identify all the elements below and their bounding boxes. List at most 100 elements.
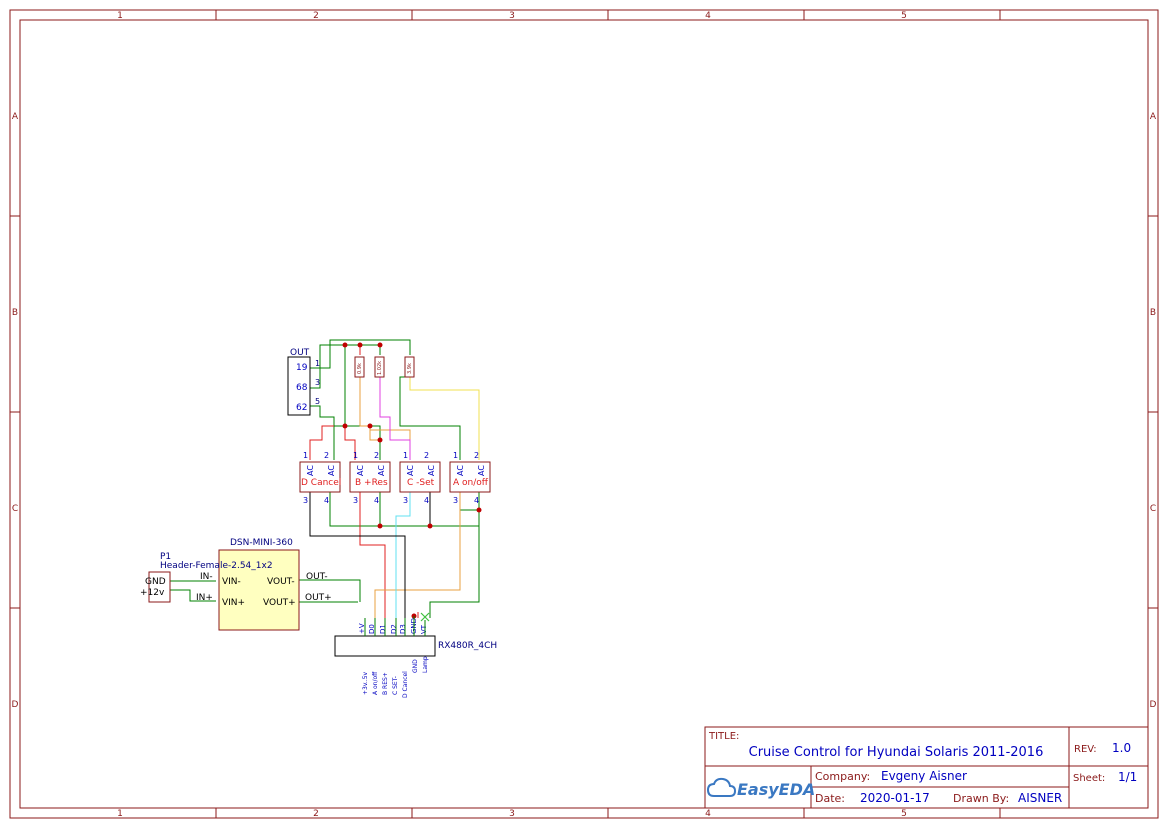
rx-bottom-label: GND [412, 659, 419, 673]
net-in-plus: IN+ [196, 593, 213, 603]
relay-c-set[interactable]: 1 2 3 4 AC AC C -Set [399, 451, 441, 505]
company-value: Evgeny Aisner [881, 769, 967, 783]
resistor-value: 0.9k [357, 363, 363, 374]
relay-ac: AC [356, 465, 365, 476]
relay-ac: AC [427, 465, 436, 476]
relay-pin1: 1 [453, 451, 458, 460]
rx-bottom-label: B RES+ [382, 672, 389, 695]
relay-ac: AC [456, 465, 465, 476]
title-block: TITLE: Cruise Control for Hyundai Solari… [704, 726, 1149, 809]
out-pin-number: 3 [315, 378, 320, 387]
relay-name: C -Set [407, 478, 435, 488]
relay-name: D Cancel [301, 478, 341, 488]
logo-text: EasyEDA [737, 780, 815, 799]
no-connect-icon [420, 612, 430, 622]
dsn-vin-minus: VIN- [222, 577, 241, 587]
rx-bottom-label: +3v..5v [362, 671, 369, 695]
relay-ac: AC [377, 465, 386, 476]
relay-a-on-off[interactable]: 1 2 3 4 AC AC A on/off [449, 451, 491, 505]
relay-pin1: 1 [403, 451, 408, 460]
col-label-bottom: 2 [313, 809, 319, 819]
black-wires [309, 492, 431, 618]
relay-pin4: 4 [374, 496, 379, 505]
col-label-top: 3 [509, 11, 515, 21]
relay-b-res[interactable]: 1 2 3 4 AC AC B +Res [349, 451, 391, 505]
col-label-top: 5 [901, 11, 907, 21]
cyan-wires [395, 492, 411, 618]
rx-top-pin: D1 [379, 624, 387, 634]
p1-name: Header-Female-2.54_1x2 [160, 561, 273, 571]
dsn-vout-minus: VOUT- [267, 577, 295, 587]
net-out-plus: OUT+ [305, 593, 332, 603]
row-label-right: A [1150, 112, 1157, 122]
relay-pin2: 2 [424, 451, 429, 460]
col-label-bottom: 5 [901, 809, 907, 819]
relay-pin1: 1 [353, 451, 358, 460]
junction-dot [357, 342, 363, 348]
junctions [342, 342, 482, 619]
cloud-icon [706, 777, 737, 797]
junction-dot [377, 523, 383, 529]
relay-pin2: 2 [324, 451, 329, 460]
out-connector[interactable]: OUT 19 68 62 1 3 5 [287, 348, 320, 416]
relay-name: A on/off [453, 478, 489, 488]
dsn-mini-360-module[interactable]: DSN-MINI-360 VIN- VIN+ VOUT- VOUT+ IN- I… [196, 538, 332, 631]
out-pin-number: 5 [315, 397, 320, 406]
relay-pin4: 4 [424, 496, 429, 505]
title-label: TITLE: [708, 731, 739, 742]
junction-dot [427, 523, 433, 529]
junction-dot [377, 437, 383, 443]
rev-value: 1.0 [1112, 741, 1131, 755]
p1-pin-12v: +12v [140, 588, 165, 598]
easyeda-logo: EasyEDA [706, 777, 815, 799]
col-label-top: 2 [313, 11, 319, 21]
out-pin-value: 68 [296, 383, 308, 393]
sheet-label: Sheet: [1073, 773, 1105, 784]
resistor-r2[interactable]: 1.02k [374, 356, 385, 378]
red-wires [309, 345, 419, 618]
relay-ac: AC [306, 465, 315, 476]
drawn-by-label: Drawn By: [953, 792, 1009, 805]
rx480r-receiver[interactable]: RX480R_4CH +V D0 D1 D2 D3 GND VT +3v..5v… [334, 612, 497, 698]
row-label-right: D [1150, 700, 1157, 710]
resistors: 0.9k 1.02k 3.9k [354, 356, 415, 378]
row-label-right: C [1150, 504, 1156, 514]
p1-pin-gnd: GND [145, 577, 166, 587]
rx-bottom-label: D Cancel [402, 671, 409, 698]
junction-dot [342, 342, 348, 348]
magenta-wires [379, 377, 411, 460]
rx-top-pin: VT [420, 624, 428, 634]
col-label-bottom: 1 [117, 809, 123, 819]
row-label-right: B [1150, 308, 1156, 318]
resistor-value: 1.02k [377, 361, 383, 375]
date-label: Date: [815, 792, 845, 805]
p1-ref: P1 [160, 552, 171, 562]
junction-dot [342, 423, 348, 429]
junction-dot [367, 423, 373, 429]
resistor-r3[interactable]: 3.9k [404, 356, 415, 378]
resistor-value: 3.9k [407, 363, 413, 374]
relay-pin3: 3 [353, 496, 358, 505]
relay-pin4: 4 [474, 496, 479, 505]
resistor-r1[interactable]: 0.9k [354, 356, 365, 378]
dsn-vout-plus: VOUT+ [263, 598, 296, 608]
rx-top-pin: D2 [390, 624, 398, 634]
out-connector-name: OUT [290, 348, 310, 358]
relay-pin2: 2 [474, 451, 479, 460]
relay-pin3: 3 [403, 496, 408, 505]
rx-bottom-label: Lamp [422, 656, 429, 673]
relay-pin4: 4 [324, 496, 329, 505]
rx-pins [364, 616, 426, 636]
relays: 1 2 3 4 AC AC D Cancel 1 2 3 4 AC AC B +… [299, 451, 491, 505]
rx-bottom-label: C SET- [392, 676, 399, 695]
rx-top-pin: D3 [399, 624, 407, 634]
dsn-name: DSN-MINI-360 [230, 538, 293, 548]
relay-d-cancel[interactable]: 1 2 3 4 AC AC D Cancel [299, 451, 341, 505]
col-label-top: 1 [117, 11, 123, 21]
p1-header[interactable]: P1 Header-Female-2.54_1x2 GND +12v [140, 552, 273, 603]
relay-ac: AC [406, 465, 415, 476]
frame-labels: 1 2 3 4 5 1 2 3 4 5 A B C D A B C D [12, 11, 1157, 819]
relay-name: B +Res [355, 478, 388, 488]
